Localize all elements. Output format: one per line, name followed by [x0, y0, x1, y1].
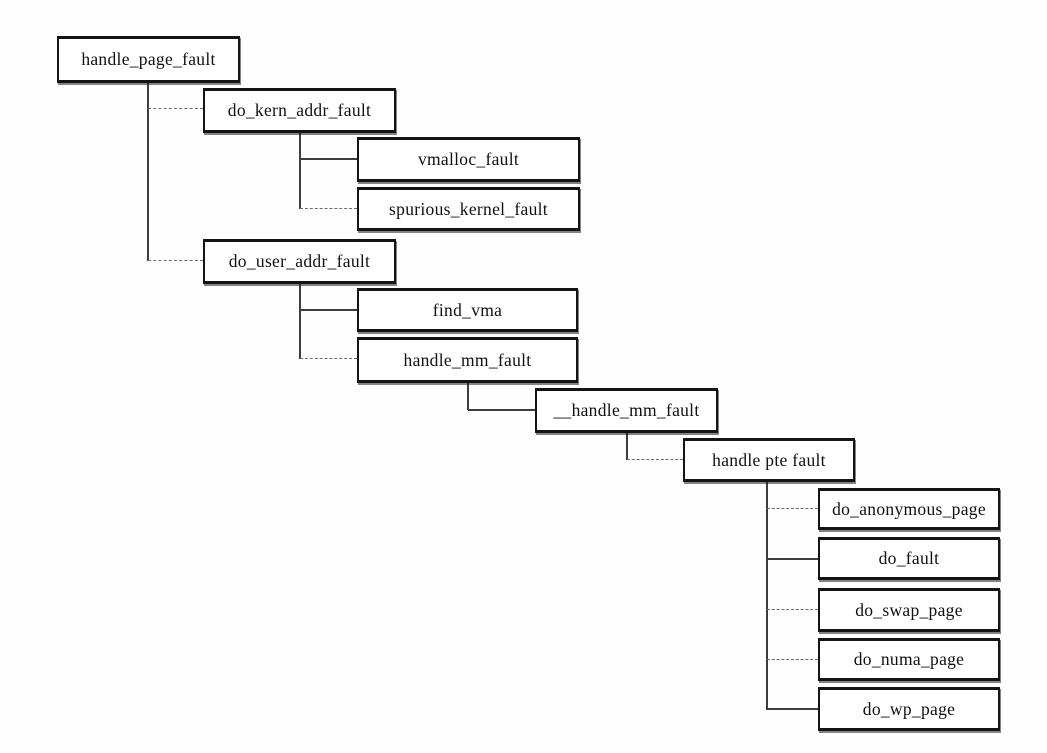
node-do-wp-page: do_wp_page: [818, 687, 1000, 731]
connector-trunk-do-kern-addr-fault: [299, 133, 301, 209]
connector-branch-do-user-addr-fault: [148, 260, 203, 261]
connector-branch-do-anonymous-page: [767, 508, 818, 509]
node-find-vma: find_vma: [357, 288, 578, 332]
connector-branch-vmalloc-fault: [300, 158, 357, 160]
node-do-numa-page: do_numa_page: [818, 638, 1000, 681]
connector-trunk-handle-mm-fault: [467, 383, 469, 410]
connector-branch-spurious-kernel-fault: [300, 208, 357, 209]
node-handle-pte-fault: handle pte fault: [683, 438, 855, 482]
connector-branch-do-kern-addr-fault: [148, 108, 203, 109]
connector-trunk-handle-pte-fault: [766, 482, 768, 710]
node-do-user-addr-fault: do_user_addr_fault: [203, 239, 396, 284]
connector-trunk-__handle-mm-fault: [626, 433, 628, 460]
connector-branch-__handle-mm-fault: [468, 409, 535, 411]
node-do-anonymous-page: do_anonymous_page: [818, 488, 1000, 530]
connector-branch-do-swap-page: [767, 609, 818, 610]
node-do-swap-page: do_swap_page: [818, 588, 1000, 632]
node-spurious-kernel-fault: spurious_kernel_fault: [357, 187, 580, 231]
node-do-kern-addr-fault: do_kern_addr_fault: [203, 88, 396, 133]
connector-branch-handle-mm-fault: [300, 358, 357, 359]
node---handle-mm-fault: __handle_mm_fault: [535, 388, 718, 433]
connector-branch-find-vma: [300, 309, 357, 311]
node-handle-mm-fault: handle_mm_fault: [357, 337, 578, 383]
node-do-fault: do_fault: [818, 537, 1000, 580]
connector-branch-handle-pte-fault: [627, 459, 683, 460]
connector-branch-do-wp-page: [767, 708, 818, 710]
node-vmalloc-fault: vmalloc_fault: [357, 137, 580, 182]
connector-trunk-handle-page-fault: [147, 83, 149, 261]
connector-branch-do-numa-page: [767, 659, 818, 660]
connector-trunk-do-user-addr-fault: [299, 284, 301, 359]
connector-branch-do-fault: [767, 558, 818, 560]
node-handle-page-fault: handle_page_fault: [57, 36, 240, 83]
